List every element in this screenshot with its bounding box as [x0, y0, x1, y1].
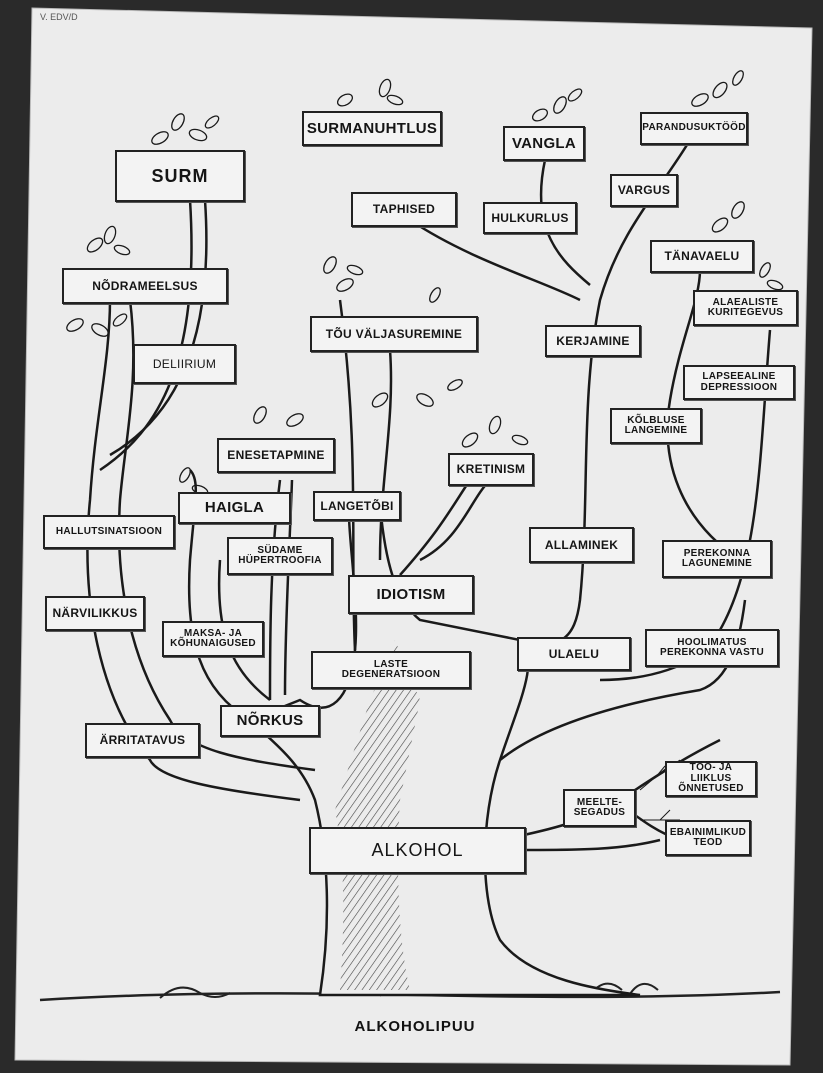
- leaf-cluster-surmanuhtlus: [336, 78, 404, 107]
- label-nodrameelsus: NÕDRAMEELSUS: [62, 268, 228, 304]
- leaf-cluster-center: [371, 379, 463, 408]
- label-enesetapmine: ENESETAPMINE: [217, 438, 335, 473]
- label-ulaelu: ULAELU: [517, 637, 631, 671]
- leaf-cluster-nodrameelsus: [86, 225, 131, 256]
- label-norkus: NÕRKUS: [220, 705, 320, 737]
- label-laste: LASTE DEGENERATSIOON: [311, 651, 471, 689]
- leaf-cluster-left-mid: [66, 313, 128, 337]
- label-vargus: VARGUS: [610, 174, 678, 207]
- leaf-clusters: [66, 70, 784, 821]
- label-taphised: TAPHISED: [351, 192, 457, 227]
- label-tou: TÕU VÄLJASUREMINE: [310, 316, 478, 352]
- leaf-cluster-kretinism: [461, 415, 529, 448]
- label-maksa: MAKSA- JA KÕHUNAIGUSED: [162, 621, 264, 657]
- corner-note: V. EDV/D: [40, 12, 78, 22]
- label-surm: SURM: [115, 150, 245, 202]
- poster-title: ALKOHOLIPUU: [354, 1018, 476, 1035]
- trunk-hatch: [335, 640, 420, 990]
- label-kolbluse: KÕLBLUSE LANGEMINE: [610, 408, 702, 444]
- leaf-cluster-tanavaelu: [711, 201, 745, 233]
- label-hulkurlus: HULKURLUS: [483, 202, 577, 234]
- leaf-cluster-alaealiste: [759, 262, 784, 291]
- label-alkohol: ALKOHOL: [309, 827, 526, 874]
- label-arritatavus: ÄRRITATAVUS: [85, 723, 200, 758]
- label-kretinism: KRETINISM: [448, 453, 534, 486]
- leaf-cluster-parandus: [691, 70, 744, 107]
- label-idiotism: IDIOTISM: [348, 575, 474, 614]
- label-narvilikkus: NÄRVILIKKUS: [45, 596, 145, 631]
- label-perekonna-lagunemine: PEREKONNA LAGUNEMINE: [662, 540, 772, 578]
- label-meeltesegadus: MEELTE- SEGADUS: [563, 789, 636, 827]
- label-langetobi: LANGETÕBI: [313, 491, 401, 521]
- leaf-cluster-surm: [151, 113, 220, 145]
- label-allaminek: ALLAMINEK: [529, 527, 634, 563]
- label-hoolimatus: HOOLIMATUS PEREKONNA VASTU: [645, 629, 779, 667]
- label-hallutsinatsioon: HALLUTSINATSIOON: [43, 515, 175, 549]
- label-lapseealine: LAPSEEALINE DEPRESSIOON: [683, 365, 795, 400]
- label-toojaliiklus: TÖÖ- JA LIIKLUS ÕNNETUSED: [665, 761, 757, 797]
- label-parandusuktood: PARANDUSUKTÖÖD: [640, 112, 748, 145]
- leaf-cluster-vangla: [531, 88, 583, 122]
- label-sudame: SÜDAME HÜPERTROOFIA: [227, 537, 333, 575]
- label-surmanuhtlus: SURMANUHTLUS: [302, 111, 442, 146]
- label-alaealiste: ALAEALISTE KURITEGEVUS: [693, 290, 798, 326]
- label-haigla: HAIGLA: [178, 492, 291, 524]
- label-vangla: VANGLA: [503, 126, 585, 161]
- leaf-cluster-tou: [323, 256, 441, 303]
- label-delirium: DELIIRIUM: [133, 344, 236, 384]
- label-ebainimlikud: EBAINIMLIKUD TEOD: [665, 820, 751, 856]
- label-tanavaelu: TÄNAVAELU: [650, 240, 754, 273]
- label-kerjamine: KERJAMINE: [545, 325, 641, 357]
- leaf-cluster-enesetapmine: [253, 406, 304, 427]
